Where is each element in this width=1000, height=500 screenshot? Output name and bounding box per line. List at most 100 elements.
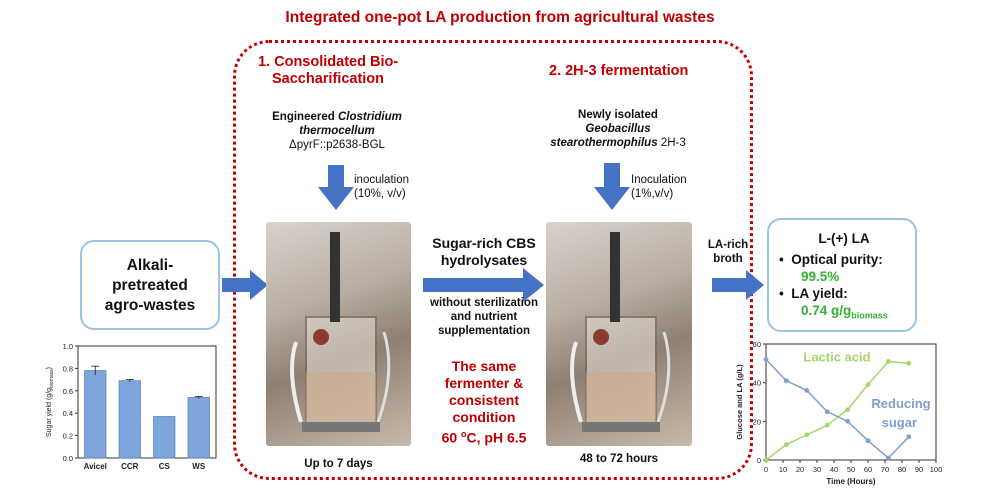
bioreactor-illustration [570,232,671,432]
x-tick-label: 40 [830,465,838,474]
inoculation2-line2: (1%,v/v) [631,188,674,200]
y-tick-label: 0 [757,456,761,465]
y-tick-label: 0.6 [63,387,73,396]
right-arrow-icon [423,268,544,302]
purity-value: 99.5% [801,269,840,284]
purity-label: Optical purity: [791,252,883,267]
yield-value: 0.74 g/g [801,303,852,318]
y-axis-label: Glucose and LA (g/L) [735,364,744,440]
same-line3: consistent [448,392,519,408]
y-tick-label: 0.4 [63,409,73,418]
inoculation2: Inoculation (1%,v/v) [631,173,687,201]
yield-value-row: 0.74 g/gbiomass [779,302,915,325]
x-tick-label: 100 [930,465,943,474]
data-point [906,434,912,440]
x-tick-label: 70 [881,465,889,474]
lactic-acid-annotation: Lactic acid [803,349,870,364]
yield-sub: biomass [851,310,888,321]
series-line [765,360,909,461]
data-point [886,455,891,461]
bioreactor-illustration [290,232,391,432]
same-line2: fermenter & [444,375,524,391]
bar [118,380,141,459]
y-tick-label: 0.0 [63,454,73,463]
data-point [804,388,810,393]
bullet-icon: • [779,252,784,267]
broth-label: LA-rich broth [698,238,758,266]
organism1-line1: Engineered [272,111,335,123]
organism2-line1: Newly isolated [578,109,658,121]
series-line [765,358,910,460]
down-arrow-icon [318,165,354,210]
note-line1: without sterilization [430,297,538,309]
x-tick-label: WS [192,462,206,471]
condition-rest: C, pH 6.5 [466,429,527,446]
right-arrow-icon [222,270,268,300]
figure-title: Integrated one-pot LA production from ag… [285,9,715,26]
same-fermenter-note: The same fermenter & consistent conditio… [414,358,554,447]
x-axis-label: Time (Hours) [826,477,876,486]
feedstock-line1: Alkali- [126,257,174,274]
fermenter-photo-2 [546,222,692,446]
hydrolysate-label: Sugar-rich CBS hydrolysates [414,235,554,269]
condition-line: 60 oC, pH 6.5 [414,426,554,447]
inoculation1: inoculation (10%, v/v) [354,173,409,201]
organism1-species2: thermocellum [299,125,375,137]
y-tick-label: 0.8 [63,364,73,373]
data-point [824,422,830,428]
data-point [845,407,850,413]
x-tick-label: 0 [764,465,768,474]
bar [84,370,107,459]
organism1-strain: ΔpyrF::p2638-BGL [289,139,385,151]
bar [187,397,210,459]
duration1: Up to 7 days [304,458,373,470]
hydrolysate-line2: hydrolysates [440,252,528,268]
data-point [824,409,830,415]
x-tick-label: 60 [864,465,872,474]
fermenter-photo-1 [266,222,411,446]
step1-header: 1. Consolidated Bio- Saccharification [258,54,398,88]
inoculation2-line1: Inoculation [631,174,687,186]
duration2: 48 to 72 hours [580,453,658,465]
yield-row: • LA yield: [779,285,915,302]
y-axis-label: Sugar yield (g/gbiomass) [46,367,55,437]
feedstock-line3: agro-wastes [104,297,196,314]
sugar-annotation: sugar [882,415,917,430]
x-tick-label: 20 [796,465,804,474]
x-tick-label: 50 [847,465,855,474]
x-tick-label: CS [159,462,171,471]
x-tick-label: 10 [779,465,787,474]
note-line3: supplementation [437,325,530,337]
note-line2: and nutrient [450,311,518,323]
plot-frame [77,345,217,459]
down-arrow-icon [594,163,630,210]
data-point [886,359,891,364]
right-arrow-icon [712,270,764,300]
step2-header: 2. 2H-3 fermentation [549,63,689,79]
hydrolysate-line1: Sugar-rich CBS [432,235,536,251]
reducing-annotation: Reducing [871,396,930,411]
bar [153,416,176,459]
x-tick-label: 30 [813,465,821,474]
x-tick-label: 90 [915,465,923,474]
inoculation1-line2: (10%, v/v) [354,188,406,200]
same-line4: condition [452,409,516,425]
data-point [865,382,871,387]
data-point [763,457,769,463]
broth-line2: broth [713,253,743,265]
y-tick-label: 0.2 [63,432,73,441]
feedstock-line2: pretreated [112,277,188,294]
sterilization-note: without sterilization and nutrient suppl… [414,296,554,338]
yield-label: LA yield: [791,286,848,301]
data-point [784,442,789,447]
data-point [865,438,871,444]
condition-temp: 60 [441,429,462,446]
data-point [784,378,789,384]
organism2-strain: 2H-3 [660,137,686,149]
integrated-process-frame [233,40,753,480]
result-title: L-(+) LA [818,231,870,246]
degree-symbol: o [461,429,467,439]
